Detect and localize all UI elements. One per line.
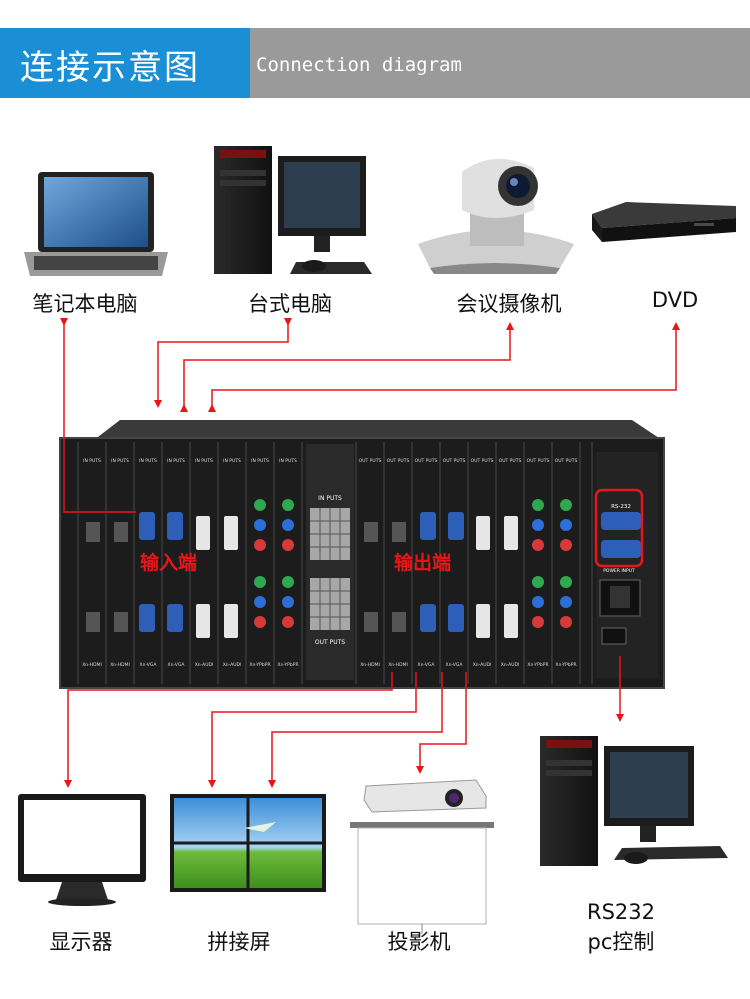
pc-control-label: pc控制 xyxy=(587,930,655,954)
card-bottom-10: Xn-HDMI xyxy=(388,662,408,668)
card-label-2: IN PUTS xyxy=(111,458,129,464)
desktop-computer-icon xyxy=(214,146,372,274)
card-label-16: OUT PUTS xyxy=(555,458,578,464)
monitor-arrow xyxy=(64,672,393,788)
card-label-13: OUT PUTS xyxy=(471,458,494,464)
output-side-label: 输出端 xyxy=(394,552,452,574)
projector-label: 投影机 xyxy=(387,930,451,954)
videowall-arrow-1 xyxy=(208,672,417,788)
header-title-cn: 连接示意图 xyxy=(20,48,200,88)
card-label-11: OUT PUTS xyxy=(415,458,438,464)
card-label-8: IN PUTS xyxy=(279,458,297,464)
card-label-9: OUT PUTS xyxy=(359,458,382,464)
card-bottom-12: Xn-VGA xyxy=(446,662,464,668)
card-bottom-3: Xn-VGA xyxy=(140,662,158,668)
card-label-10: OUT PUTS xyxy=(387,458,410,464)
card-bottom-6: Xn-AUDI xyxy=(223,662,242,668)
card-label-group: IN PUTS IN PUTS IN PUTS IN PUTS IN PUTS … xyxy=(82,458,577,668)
videowall-arrow-2 xyxy=(268,672,443,788)
card-label-6: IN PUTS xyxy=(223,458,241,464)
card-bottom-5: Xn-AUDI xyxy=(195,662,214,668)
dvd-label: DVD xyxy=(651,288,699,312)
card-label-5: IN PUTS xyxy=(195,458,213,464)
card-bottom-8: Xn-YPbPR xyxy=(277,662,298,668)
camera-arrow xyxy=(180,322,514,412)
rs232-port-label: RS-232 xyxy=(611,504,631,510)
monitor-icon xyxy=(18,794,146,906)
rs232-label: RS232 xyxy=(586,900,655,924)
card-bottom-4: Xn-VGA xyxy=(168,662,186,668)
card-bottom-7: Xn-YPbPR xyxy=(249,662,270,668)
card-label-1: IN PUTS xyxy=(83,458,101,464)
projector-arrow xyxy=(416,672,467,774)
pc-control-icon xyxy=(540,736,728,866)
videowall-icon xyxy=(170,794,326,892)
dvd-arrow xyxy=(208,322,680,412)
matrix-chassis xyxy=(59,420,665,689)
power-input-label: POWER INPUT xyxy=(603,568,635,574)
header-title-block: 连接示意图 xyxy=(0,28,250,98)
output-arrow-group xyxy=(64,656,624,788)
card-label-15: OUT PUTS xyxy=(527,458,550,464)
card-bottom-16: Xn-YPbPR xyxy=(555,662,576,668)
card-bottom-2: Xn-HDMI xyxy=(110,662,130,668)
card-label-7: IN PUTS xyxy=(251,458,269,464)
vent-in-puts-label: IN PUTS xyxy=(318,495,342,502)
card-bottom-11: Xn-VGA xyxy=(418,662,436,668)
card-label-3: IN PUTS xyxy=(139,458,157,464)
laptop-arrow xyxy=(60,318,136,513)
input-arrow-group xyxy=(60,318,680,513)
card-bottom-13: Xn-AUDI xyxy=(473,662,492,668)
card-label-14: OUT PUTS xyxy=(499,458,522,464)
input-side-label: 输入端 xyxy=(140,552,198,574)
desktop-label: 台式电脑 xyxy=(248,292,332,316)
projector-icon xyxy=(350,779,494,934)
card-bottom-15: Xn-YPbPR xyxy=(527,662,548,668)
videowall-label: 拼接屏 xyxy=(207,930,271,954)
vent-out-puts-label: OUT PUTS xyxy=(315,639,345,646)
header-subtitle-block: Connection diagram xyxy=(250,28,750,98)
card-bottom-1: Xn-HDMI xyxy=(82,662,102,668)
laptop-label: 笔记本电脑 xyxy=(32,292,138,316)
dvd-player-icon xyxy=(592,202,736,242)
conference-camera-icon xyxy=(418,158,574,274)
card-label-12: OUT PUTS xyxy=(443,458,466,464)
desktop-arrow xyxy=(154,318,292,408)
card-bottom-14: Xn-AUDI xyxy=(501,662,520,668)
monitor-label: 显示器 xyxy=(49,930,113,954)
card-label-4: IN PUTS xyxy=(167,458,185,464)
camera-label: 会议摄像机 xyxy=(456,292,562,316)
laptop-icon xyxy=(24,172,168,276)
header-title-en: Connection diagram xyxy=(256,54,462,76)
card-bottom-9: Xn-HDMI xyxy=(360,662,380,668)
